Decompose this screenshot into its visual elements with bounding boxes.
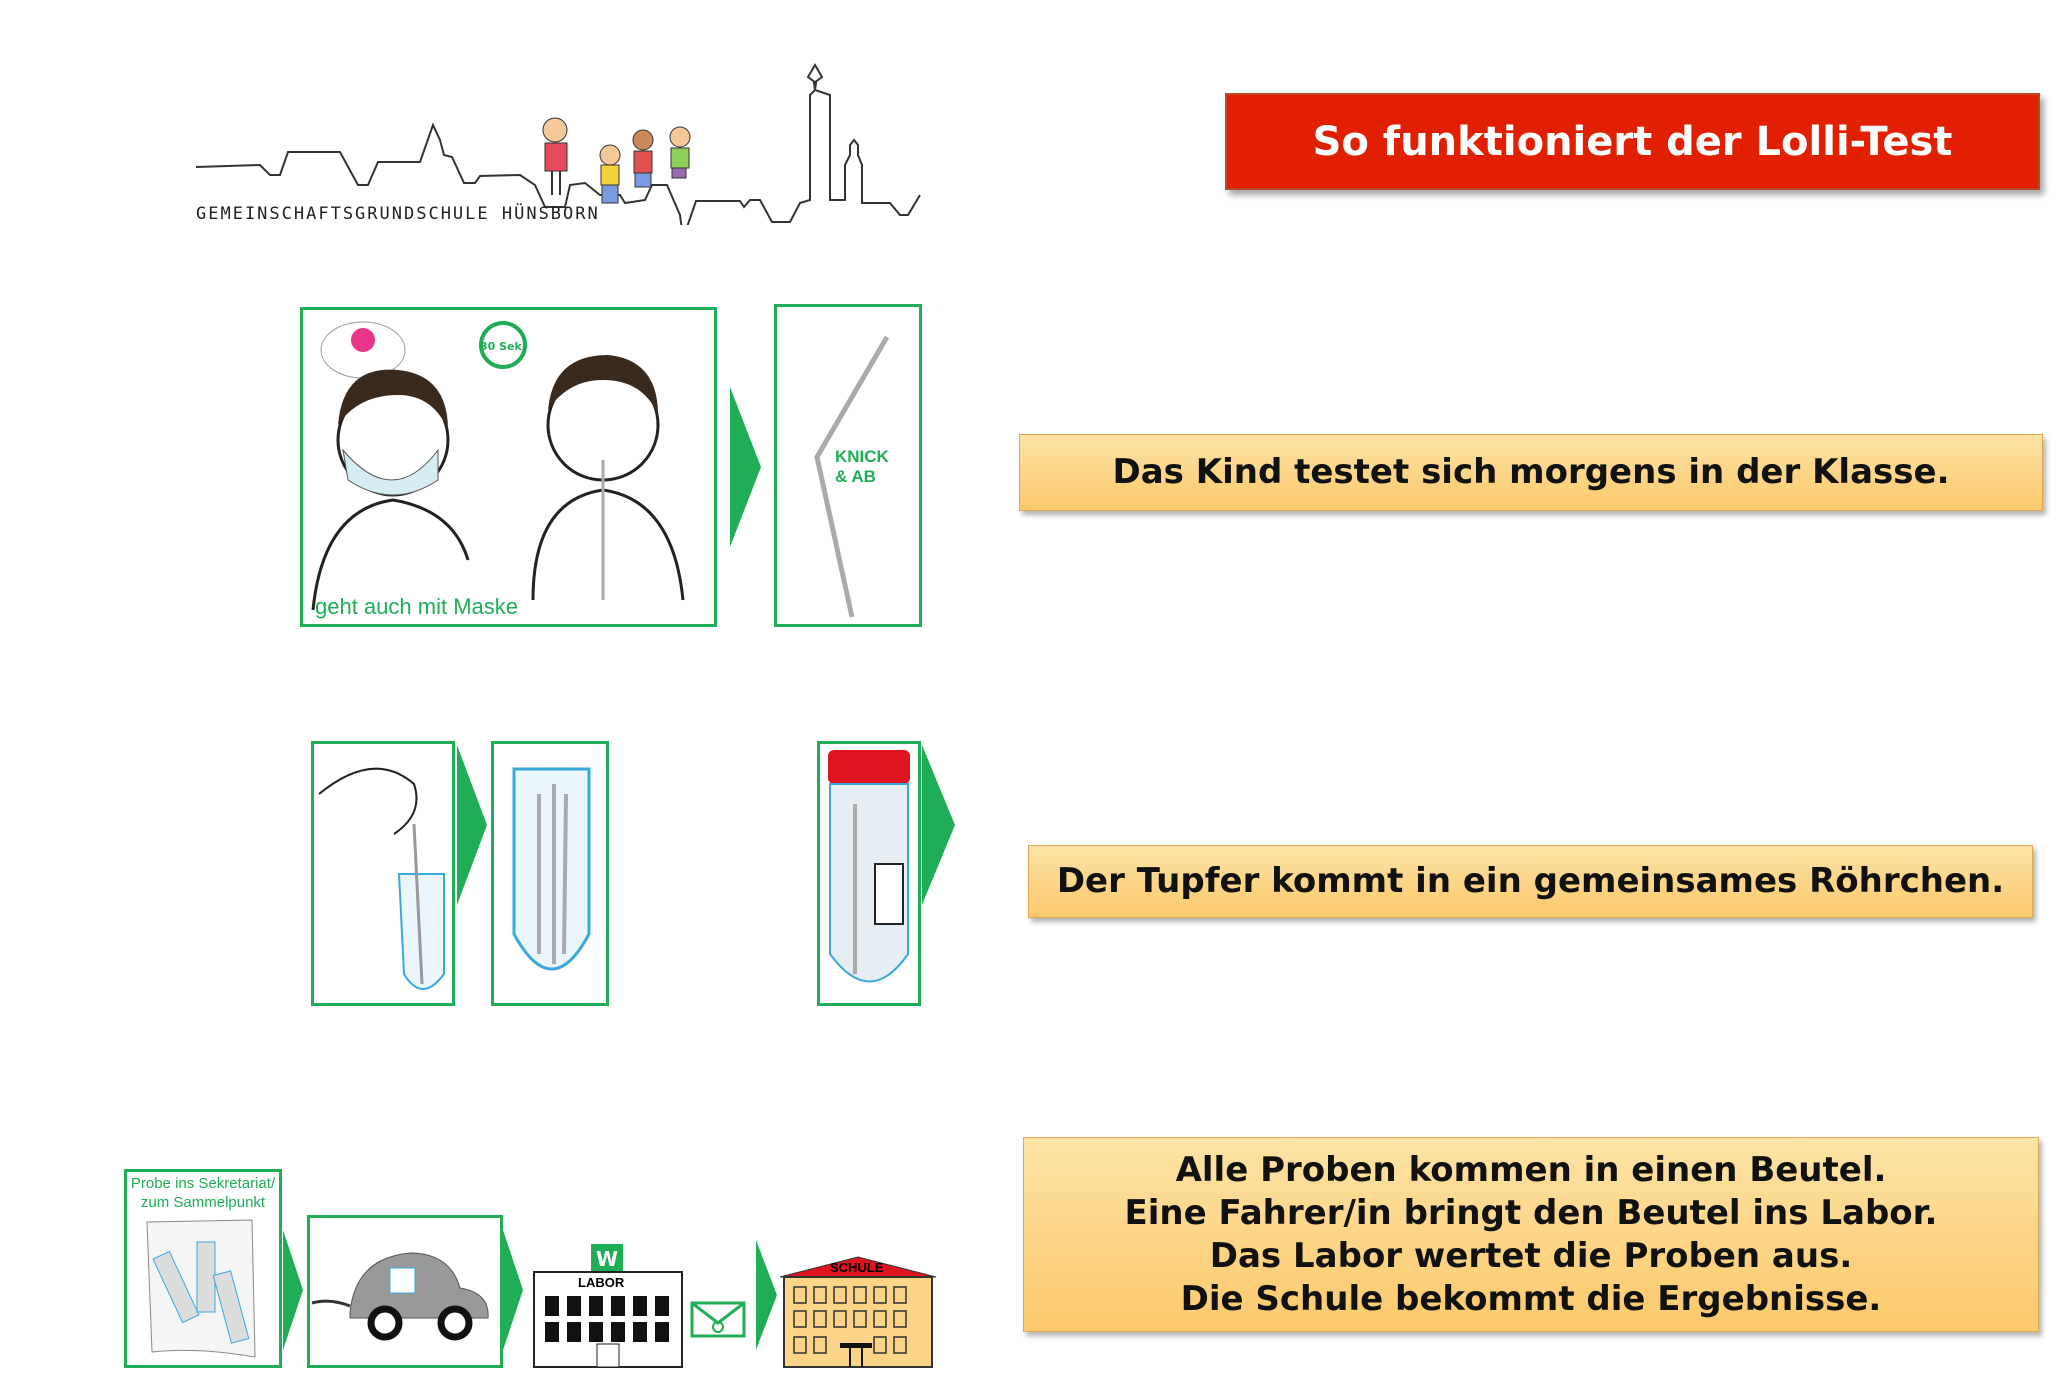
school-label: SCHULE	[830, 1260, 884, 1275]
step-2-text: Der Tupfer kommt in ein gemeinsames Röhr…	[1056, 861, 2005, 901]
sample-label-1: Probe ins Sekretariat/	[130, 1175, 276, 1192]
step-1-text: Das Kind testet sich morgens in der Klas…	[1112, 452, 1950, 492]
arrow-icon	[756, 1240, 777, 1350]
page-title: So funktioniert der Lolli-Test	[1225, 93, 2040, 190]
arrow-icon	[730, 387, 761, 547]
collection-tube-panel	[491, 741, 609, 1006]
car-panel	[307, 1215, 503, 1368]
school-name: GEMEINSCHAFTSGRUNDSCHULE HÜNSBORN	[196, 204, 600, 224]
arrow-icon	[922, 745, 955, 905]
step-3-box: Alle Proben kommen in einen Beutel. Eine…	[1023, 1137, 2039, 1332]
step-2-box: Der Tupfer kommt in ein gemeinsames Röhr…	[1028, 845, 2033, 918]
arrow-icon	[503, 1230, 523, 1350]
arrow-icon	[283, 1230, 303, 1350]
step-3-line-1: Alle Proben kommen in einen Beutel.	[1175, 1149, 1887, 1190]
swab-into-tube-panel	[311, 741, 455, 1006]
svg-text:30 Sek.: 30 Sek.	[480, 340, 526, 353]
step-3-line-4: Die Schule bekommt die Ergebnisse.	[1180, 1278, 1882, 1319]
school-building: SCHULE	[778, 1255, 938, 1368]
lab-label: LABOR	[578, 1275, 625, 1290]
lab-building: W LABOR	[533, 1244, 683, 1368]
school-logo	[190, 55, 1180, 225]
arrow-icon	[457, 745, 487, 905]
ab-label: & AB	[835, 467, 876, 486]
child-testing-panel: 30 Sek. geht auch mit Maske	[300, 307, 717, 627]
step-3-line-2: Eine Fahrer/in bringt den Beutel ins Lab…	[1124, 1192, 1938, 1233]
step-1-box: Das Kind testet sich morgens in der Klas…	[1019, 434, 2043, 511]
mask-note: geht auch mit Maske	[315, 594, 518, 619]
kids-illustration	[542, 117, 691, 204]
sample-label-2: zum Sammelpunkt	[140, 1194, 266, 1211]
step-3-line-3: Das Labor wertet die Proben aus.	[1209, 1235, 1853, 1276]
knick-ab-panel: KNICK & AB	[774, 304, 922, 627]
email-envelope-icon	[690, 1301, 746, 1338]
closed-tube-panel	[817, 741, 921, 1006]
sample-bag-panel: Probe ins Sekretariat/ zum Sammelpunkt	[124, 1169, 282, 1368]
svg-text:W: W	[596, 1247, 618, 1271]
knick-label: KNICK	[835, 447, 889, 466]
